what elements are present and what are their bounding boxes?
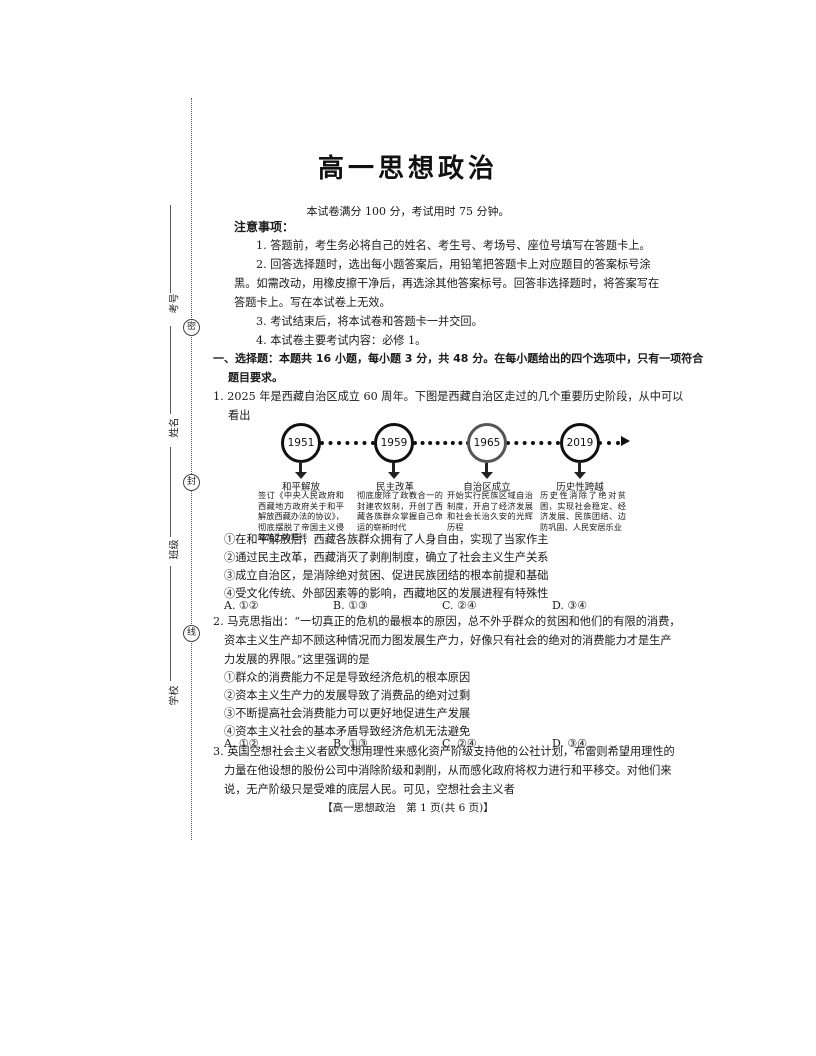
- timeline-stem: [392, 463, 395, 473]
- q2-option-a[interactable]: A. ①②: [224, 737, 259, 750]
- q2-statement-1: ①群众的消费能力不足是导致经济危机的根本原因: [224, 671, 471, 684]
- timeline-desc-1: 签订《中央人民政府和西藏地方政府关于和平解放西藏办法的协议》，彻底摆脱了帝国主义…: [258, 490, 344, 542]
- q1-stem-cont: 看出: [228, 409, 251, 422]
- timeline-stem: [578, 463, 581, 473]
- timeline-stem: [299, 463, 302, 473]
- binding-dotted-line: [191, 98, 192, 840]
- section-heading: 一、选择题：本题共 16 小题，每小题 3 分，共 48 分。在每小题给出的四个…: [213, 352, 704, 365]
- notice-item-2-cont: 黑。如需改动，用橡皮擦干净后，再选涂其他答案标号。回答非选择题时，将答案写在: [234, 277, 660, 290]
- seal-xian: 线: [183, 625, 200, 642]
- down-arrow-icon: [295, 472, 307, 479]
- notice-item-2: 2. 回答选择题时，选出每小题答案后，用铅笔把答题卡上对应题目的答案标号涂: [256, 258, 651, 271]
- timeline-node-2019: 2019: [560, 423, 600, 463]
- q1-stem: 1. 2025 年是西藏自治区成立 60 周年。下图是西藏自治区走过的几个重要历…: [213, 390, 684, 403]
- timeline-node-1959: 1959: [374, 423, 414, 463]
- exam-number-label: 考号: [169, 293, 181, 314]
- q2-statement-2: ②资本主义生产力的发展导致了消费品的绝对过剩: [224, 689, 471, 702]
- seal-feng: 封: [183, 474, 200, 491]
- name-label: 姓名: [169, 417, 181, 438]
- exam-number-line: [170, 205, 171, 293]
- name-class-line: [170, 447, 171, 537]
- q2-option-d[interactable]: D. ③④: [552, 737, 588, 750]
- name-line-upper: [170, 326, 171, 414]
- notice-item-1: 1. 答题前，考生务必将自己的姓名、考生号、考场号、座位号填写在答题卡上。: [256, 239, 651, 252]
- q2-stem-cont2: 力发展的界限。”这里强调的是: [224, 653, 370, 666]
- timeline-label-3: 自治区成立: [463, 482, 511, 493]
- timeline-stem: [485, 463, 488, 473]
- q1-statement-2: ②通过民主改革，西藏消灭了剥削制度，确立了社会主义生产关系: [224, 551, 549, 564]
- q2-stem-cont: 资本主义生产却不顾这种情况而力图发展生产力，好像只有社会的绝对的消费能力才是生产: [224, 634, 672, 647]
- q3-stem-cont2: 说，无产阶级只是受难的底层人民。可见，空想社会主义者: [224, 783, 515, 796]
- down-arrow-icon: [388, 472, 400, 479]
- page-footer: 【高一思想政治 第 1 页(共 6 页)】: [322, 802, 494, 814]
- q3-stem: 3. 英国空想社会主义者欧文想用理性来感化资产阶级支持他的公社计划，布雷则希望用…: [213, 745, 675, 758]
- q1-statement-3: ③成立自治区，是消除绝对贫困、促进民族团结的根本前提和基础: [224, 569, 549, 582]
- exam-info: 本试卷满分 100 分，考试用时 75 分钟。: [306, 205, 510, 218]
- seal-mi: 密: [183, 319, 200, 336]
- notice-heading: 注意事项：: [234, 220, 295, 234]
- class-school-line: [170, 566, 171, 681]
- q2-option-b[interactable]: B. ①③: [333, 737, 368, 750]
- page-title: 高一思想政治: [317, 154, 498, 184]
- timeline-node-1965: 1965: [467, 423, 507, 463]
- timeline-connector-2: [413, 441, 470, 445]
- q2-statement-4: ④资本主义社会的基本矛盾导致经济危机无法避免: [224, 725, 471, 738]
- timeline-desc-3: 开始实行民族区域自治制度，开启了经济发展和社会长治久安的光辉历程: [447, 490, 533, 532]
- q1-options: A. ①② B. ①③ C. ②④ D. ③④: [224, 599, 644, 615]
- timeline-node-1951: 1951: [281, 423, 321, 463]
- q2-stem: 2. 马克思指出：“一切真正的危机的最根本的原因，总不外乎群众的贫困和他们的有限…: [213, 615, 681, 628]
- q1-statement-4: ④受文化传统、外部因素等的影响，西藏地区的发展进程有特殊性: [224, 587, 549, 600]
- timeline-label-1: 和平解放: [281, 482, 320, 493]
- timeline-label-2: 民主改革: [375, 482, 414, 493]
- timeline-connector-4: [598, 441, 620, 445]
- school-label: 学校: [169, 685, 181, 706]
- down-arrow-icon: [481, 472, 493, 479]
- timeline-arrow-icon: [621, 436, 630, 446]
- q2-options: A. ①② B. ①③ C. ②④ D. ③④: [224, 737, 644, 753]
- q2-statement-3: ③不断提高社会消费能力可以更好地促进生产发展: [224, 707, 471, 720]
- class-label: 班级: [169, 539, 181, 560]
- notice-item-3: 3. 考试结束后，将本试卷和答题卡一并交回。: [256, 315, 483, 328]
- q1-option-a[interactable]: A. ①②: [224, 599, 259, 612]
- q3-stem-cont: 力量在他设想的股份公司中消除阶级和剥削，从而感化政府将权力进行和平移交。对他们来: [224, 764, 672, 777]
- timeline-desc-2: 彻底废除了政教合一的封建农奴制，开创了西藏各族群众掌握自己命运的崭新时代: [357, 490, 443, 532]
- q1-option-b[interactable]: B. ①③: [333, 599, 368, 612]
- timeline-connector-1: [320, 441, 375, 445]
- q1-statement-1: ①在和平解放后，西藏各族群众拥有了人身自由，实现了当家作主: [224, 533, 549, 546]
- q1-option-d[interactable]: D. ③④: [552, 599, 588, 612]
- timeline-connector-3: [506, 441, 560, 445]
- q2-option-c[interactable]: C. ②④: [442, 737, 477, 750]
- notice-item-2-cont2: 答题卡上。写在本试卷上无效。: [234, 296, 391, 309]
- down-arrow-icon: [574, 472, 586, 479]
- q1-option-c[interactable]: C. ②④: [442, 599, 477, 612]
- timeline-label-4: 历史性跨越: [556, 482, 604, 493]
- section-heading-cont: 题目要求。: [228, 371, 283, 384]
- timeline-desc-4: 历史性消除了绝对贫困，实现社会稳定、经济发展、民族团结、边防巩固、人民安居乐业: [540, 490, 626, 532]
- notice-item-4: 4. 本试卷主要考试内容：必修 1。: [256, 334, 427, 347]
